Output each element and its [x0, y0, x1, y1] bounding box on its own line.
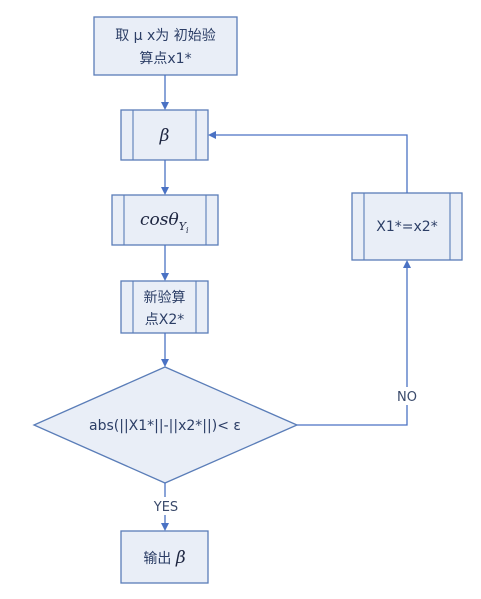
- arrowhead-newpoint-to-decision: [161, 359, 169, 367]
- new-point-line1: 新验算: [144, 290, 186, 306]
- assign-text: X1*=x2*: [376, 219, 437, 235]
- beta-symbol: β: [159, 126, 170, 146]
- output-prefix: 输出: [143, 551, 175, 567]
- edge-decision-no: [297, 267, 408, 426]
- cos-theta-node: cosθYi: [111, 194, 219, 246]
- decision-node: abs(||X1*||-||x2*||)< ε: [32, 366, 299, 484]
- output-text: 输出 β: [143, 548, 185, 568]
- output-beta: β: [175, 548, 186, 568]
- arrowhead-cos-to-newpoint: [161, 273, 169, 281]
- arrowhead-start-to-beta: [161, 102, 169, 110]
- start-text-line1: 取 μ x为 初始验: [115, 27, 216, 44]
- beta-process-node: β: [120, 109, 209, 161]
- yes-label-bg: [147, 497, 185, 515]
- yes-label: YES: [153, 500, 178, 515]
- cos-theta-subsub: i: [186, 226, 189, 235]
- assign-node: X1*=x2*: [351, 192, 463, 261]
- no-label: NO: [397, 390, 417, 405]
- arrowhead-decision-no: [403, 260, 411, 268]
- new-point-node: 新验算 点X2*: [120, 280, 209, 334]
- start-node: 取 μ x为 初始验 算点x1*: [93, 16, 238, 76]
- cos-theta-sub: Y: [179, 220, 188, 233]
- new-point-line2: 点X2*: [145, 312, 185, 328]
- arrowhead-assign-to-beta: [208, 131, 216, 139]
- output-node: 输出 β: [120, 530, 209, 584]
- arrowhead-beta-to-cos: [161, 187, 169, 195]
- decision-text: abs(||X1*||-||x2*||)< ε: [89, 418, 241, 434]
- cos-theta-main: cosθ: [140, 210, 179, 230]
- no-label-bg: [392, 387, 422, 405]
- cos-theta-label: cosθYi: [140, 210, 189, 235]
- edge-assign-to-beta: [215, 134, 408, 193]
- start-text-line2: 算点x1*: [139, 51, 191, 67]
- arrowhead-decision-yes: [161, 523, 169, 531]
